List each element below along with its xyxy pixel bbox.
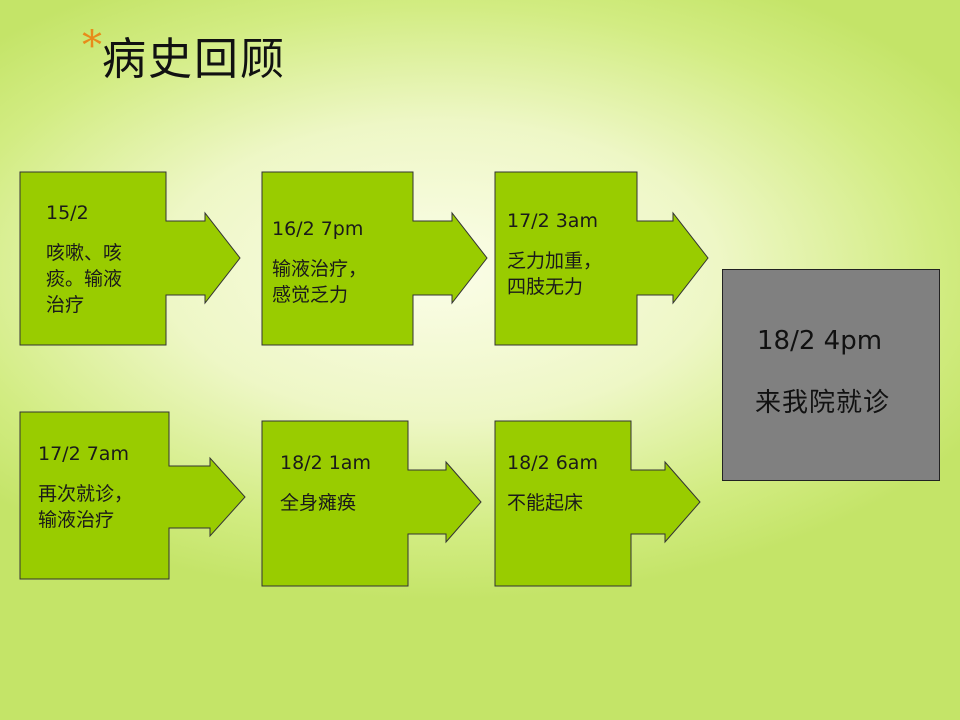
step-description: 全身瘫痪 [280,492,357,514]
step-date: 15/2 [46,202,89,224]
timeline-step-6: 18/2 6am 不能起床 [507,452,598,516]
final-step-box: 18/2 4pm 来我院就诊 [722,269,940,481]
timeline-step-5: 18/2 1am 全身瘫痪 [280,452,371,516]
step-date: 17/2 7am [38,443,129,465]
step-arrow-shape-2 [261,171,488,346]
page-title: * 病史回顾 [82,20,286,100]
title-bullet-star: * [82,23,102,69]
step-description: 再次就诊， 输液治疗 [38,483,134,531]
timeline-step-1: 15/2 咳嗽、咳 痰。输液 治疗 [46,202,122,318]
step-description: 输液治疗， 感觉乏力 [272,258,368,306]
step-date: 16/2 7pm [272,218,364,240]
timeline-step-3: 17/2 3am 乏力加重， 四肢无力 [507,210,602,300]
step-arrow-shape-4 [19,411,246,580]
title-text: 病史回顾 [102,34,286,85]
step-date: 17/2 3am [507,210,598,232]
step-arrow-shape-6 [494,420,701,587]
step-arrow-shape-3 [494,171,709,346]
timeline-step-2: 16/2 7pm 输液治疗， 感觉乏力 [272,218,367,308]
final-step-description: 来我院就诊 [755,388,891,418]
step-description: 不能起床 [507,492,584,514]
timeline-step-4: 17/2 7am 再次就诊， 输液治疗 [38,443,133,533]
step-date: 18/2 6am [507,452,598,474]
step-description: 乏力加重， 四肢无力 [507,250,603,298]
step-arrow-shape-1 [19,171,241,346]
final-step-date: 18/2 4pm [757,326,883,356]
step-arrow-shape-5 [261,420,482,587]
step-date: 18/2 1am [280,452,371,474]
step-description: 咳嗽、咳 痰。输液 治疗 [46,242,123,316]
